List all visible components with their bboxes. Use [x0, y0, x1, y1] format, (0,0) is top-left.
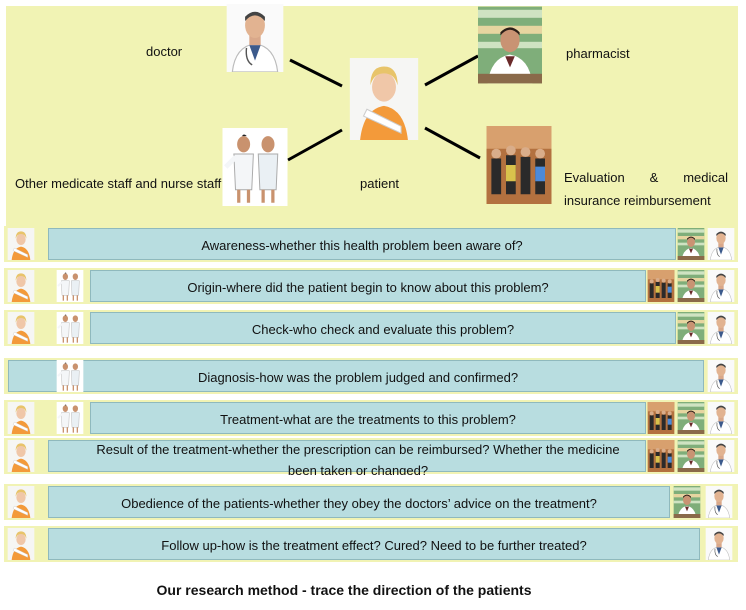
stage-text: Awareness-whether this health problem be…: [201, 238, 523, 253]
stage-text: Check-who check and evaluate this proble…: [251, 322, 515, 337]
patient-icon: [6, 228, 36, 260]
doctor-icon: [704, 528, 734, 560]
nurse-staff-icon: [52, 402, 88, 434]
stage-bar: [90, 312, 676, 344]
stage-bar: [48, 440, 646, 472]
pharmacist-icon: [676, 440, 706, 472]
stage-row-treatment: Treatment-what are the treatments to thi…: [4, 400, 738, 436]
patient-icon: [6, 440, 36, 472]
stage-text: Obedience of the patients-whether they o…: [121, 496, 597, 511]
patient-icon: [6, 312, 36, 344]
nurse-staff-icon: [52, 360, 88, 392]
stage-row-diagnosis: Diagnosis-how was the problem judged and…: [4, 358, 738, 394]
pharmacist-icon: [672, 486, 702, 518]
doctor-icon: [706, 440, 736, 472]
patient-icon: [6, 486, 36, 518]
nurse-staff-icon: [52, 312, 88, 344]
nurse-staff-photo: [220, 128, 290, 206]
doctor-photo: [220, 4, 290, 72]
pharmacist-icon: [676, 312, 706, 344]
evaluation-group-icon: [646, 402, 676, 434]
pharmacist-icon: [676, 270, 706, 302]
stage-text: Origin-where did the patient begin to kn…: [187, 280, 549, 295]
doctor-icon: [706, 270, 736, 302]
doctor-icon: [706, 402, 736, 434]
pharmacist-photo: [478, 6, 542, 84]
evaluation-label: Evaluation & medical insurance reimburse…: [564, 170, 728, 208]
stage-row-follow-up: Follow up-how is the treatment effect? C…: [4, 526, 738, 562]
stage-bar: [90, 402, 646, 434]
patient-label: patient: [360, 176, 400, 191]
stage-text: Result of the treatment-whether the pres…: [96, 442, 620, 475]
stage-row-result: Result of the treatment-whether the pres…: [4, 438, 738, 475]
patient-icon: [6, 402, 36, 434]
stage-text: Diagnosis-how was the problem judged and…: [197, 370, 519, 385]
stage-row-awareness: Awareness-whether this health problem be…: [4, 226, 738, 262]
patient-icon: [6, 528, 36, 560]
staff-label: Other medicate staff and nurse staff: [15, 176, 222, 191]
doctor-icon: [706, 312, 736, 344]
patient-photo: [342, 58, 426, 140]
figure-caption: Our research method - trace the directio…: [156, 582, 532, 598]
stage-row-check: Check-who check and evaluate this proble…: [4, 310, 738, 346]
nurse-staff-icon: [52, 270, 88, 302]
stage-row-origin: Origin-where did the patient begin to kn…: [4, 268, 738, 304]
stage-bar: [48, 486, 670, 518]
pharmacist-icon: [676, 228, 706, 260]
stage-bar: [90, 270, 646, 302]
patient-icon: [6, 270, 36, 302]
evaluation-group-icon: [646, 270, 676, 302]
stage-text: Treatment-what are the treatments to thi…: [220, 412, 516, 427]
stage-text: Follow up-how is the treatment effect? C…: [161, 538, 587, 553]
stage-bar: [48, 228, 676, 260]
evaluation-group-icon: [646, 440, 676, 472]
doctor-label: doctor: [146, 44, 183, 59]
stage-bar: [8, 360, 704, 392]
stage-bar: [48, 528, 700, 560]
pharmacist-icon: [676, 402, 706, 434]
evaluation-group-photo: [486, 126, 552, 204]
stage-row-obedience: Obedience of the patients-whether they o…: [4, 484, 738, 520]
doctor-icon: [706, 360, 736, 392]
doctor-icon: [706, 228, 736, 260]
doctor-icon: [704, 486, 734, 518]
pharmacist-label: pharmacist: [566, 46, 630, 61]
